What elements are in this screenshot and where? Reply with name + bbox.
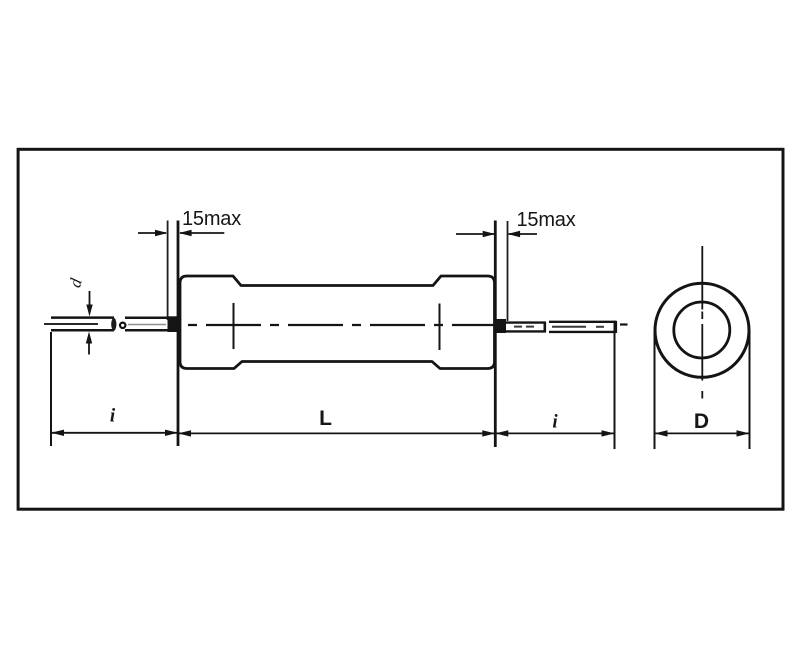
svg-text:15max: 15max — [182, 208, 241, 230]
svg-text:i: i — [552, 412, 558, 433]
svg-text:L: L — [319, 407, 332, 430]
svg-text:D: D — [694, 410, 709, 433]
svg-text:i: i — [110, 406, 116, 427]
svg-text:15max: 15max — [517, 209, 576, 231]
